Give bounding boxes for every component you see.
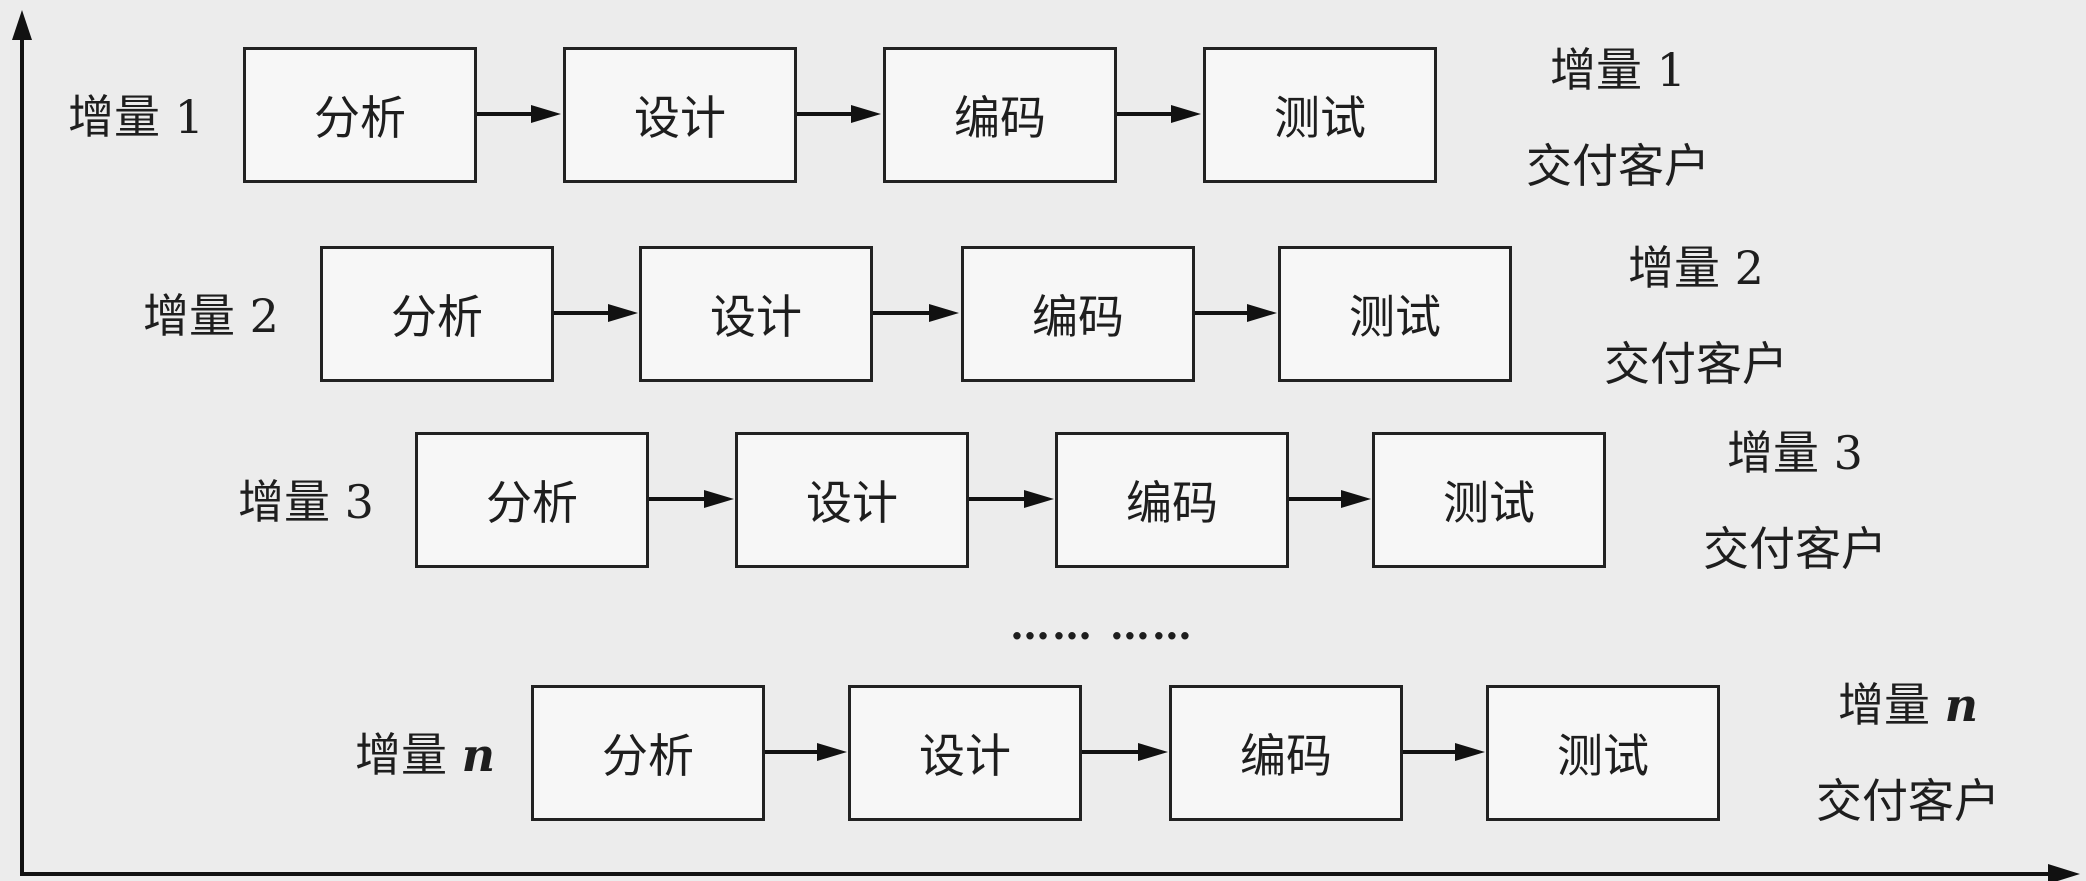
- flow-arrow: [797, 105, 881, 123]
- increment-label-text: 增量: [238, 475, 330, 529]
- delivery-title: 增量 3: [1727, 426, 1863, 480]
- stage-box-design: 设计: [639, 246, 873, 382]
- stage-label: 分析: [314, 91, 406, 145]
- flow-arrow: [969, 490, 1054, 508]
- increment-label: 增量 3: [238, 432, 374, 572]
- stage-label: 测试: [1349, 290, 1441, 344]
- flow-arrow: [1082, 743, 1168, 761]
- stage-box-design: 设计: [735, 432, 969, 568]
- increment-row-1: 增量 1 分析 设计 编码 测试: [0, 47, 2086, 187]
- increment-label-text: 增量: [143, 289, 235, 343]
- stage-box-analysis: 分析: [320, 246, 554, 382]
- flow-arrow: [765, 743, 847, 761]
- increment-row-n: 增量 n 分析 设计 编码 测试: [0, 685, 2086, 825]
- stage-box-analysis: 分析: [243, 47, 477, 183]
- delivery-subtitle: 交付客户: [1526, 139, 1710, 193]
- stage-box-coding: 编码: [1055, 432, 1289, 568]
- stage-label: 设计: [710, 290, 802, 344]
- flow-arrow: [554, 304, 638, 322]
- delivery-note-1: 增量 1 交付客户: [1518, 22, 1718, 214]
- stage-box-coding: 编码: [883, 47, 1117, 183]
- stage-label: 分析: [486, 476, 578, 530]
- stage-label: 编码: [954, 91, 1046, 145]
- flow-arrow: [1403, 743, 1485, 761]
- stage-label: 编码: [1126, 476, 1218, 530]
- stage-box-analysis: 分析: [415, 432, 649, 568]
- stage-box-design: 设计: [848, 685, 1082, 821]
- increment-label: 增量 1: [68, 47, 204, 187]
- increment-label: 增量 n: [355, 685, 495, 825]
- increment-label-number: 3: [344, 475, 374, 529]
- stage-label: 分析: [391, 290, 483, 344]
- stage-label: 测试: [1274, 91, 1366, 145]
- delivery-subtitle: 交付客户: [1604, 337, 1788, 391]
- delivery-subtitle: 交付客户: [1816, 774, 2000, 828]
- increment-label-number: n: [461, 728, 496, 782]
- stage-label: 编码: [1240, 729, 1332, 783]
- stage-box-analysis: 分析: [531, 685, 765, 821]
- stage-label: 设计: [634, 91, 726, 145]
- stage-box-testing: 测试: [1486, 685, 1720, 821]
- x-axis-arrowhead: [2048, 864, 2080, 881]
- delivery-note-2: 增量 2 交付客户: [1596, 220, 1796, 412]
- increment-label-number: 2: [249, 289, 279, 343]
- continuation-ellipsis: …… ……: [1010, 602, 1194, 649]
- delivery-title: 增量 2: [1628, 241, 1764, 295]
- delivery-subtitle: 交付客户: [1703, 522, 1887, 576]
- stage-label: 测试: [1557, 729, 1649, 783]
- increment-label-text: 增量: [68, 90, 160, 144]
- stage-box-testing: 测试: [1372, 432, 1606, 568]
- stage-label: 测试: [1443, 476, 1535, 530]
- stage-box-testing: 测试: [1278, 246, 1512, 382]
- increment-row-2: 增量 2 分析 设计 编码 测试: [0, 246, 2086, 386]
- stage-box-design: 设计: [563, 47, 797, 183]
- increment-label-text: 增量: [355, 728, 447, 782]
- delivery-note-n: 增量 n 交付客户: [1808, 657, 2008, 849]
- flow-arrow: [1195, 304, 1277, 322]
- stage-box-testing: 测试: [1203, 47, 1437, 183]
- stage-box-coding: 编码: [1169, 685, 1403, 821]
- flow-arrow: [1289, 490, 1371, 508]
- stage-label: 设计: [919, 729, 1011, 783]
- stage-label: 设计: [806, 476, 898, 530]
- increment-row-3: 增量 3 分析 设计 编码 测试: [0, 432, 2086, 572]
- delivery-title: 增量 1: [1550, 43, 1686, 97]
- flow-arrow: [649, 490, 734, 508]
- increment-label-number: 1: [174, 90, 204, 144]
- stage-label: 分析: [602, 729, 694, 783]
- delivery-note-3: 增量 3 交付客户: [1695, 405, 1895, 597]
- delivery-title: 增量 n: [1837, 678, 1979, 732]
- flow-arrow: [477, 105, 561, 123]
- y-axis-arrowhead: [12, 10, 32, 40]
- stage-box-coding: 编码: [961, 246, 1195, 382]
- stage-label: 编码: [1032, 290, 1124, 344]
- flow-arrow: [1117, 105, 1201, 123]
- flow-arrow: [873, 304, 959, 322]
- increment-label: 增量 2: [143, 246, 279, 386]
